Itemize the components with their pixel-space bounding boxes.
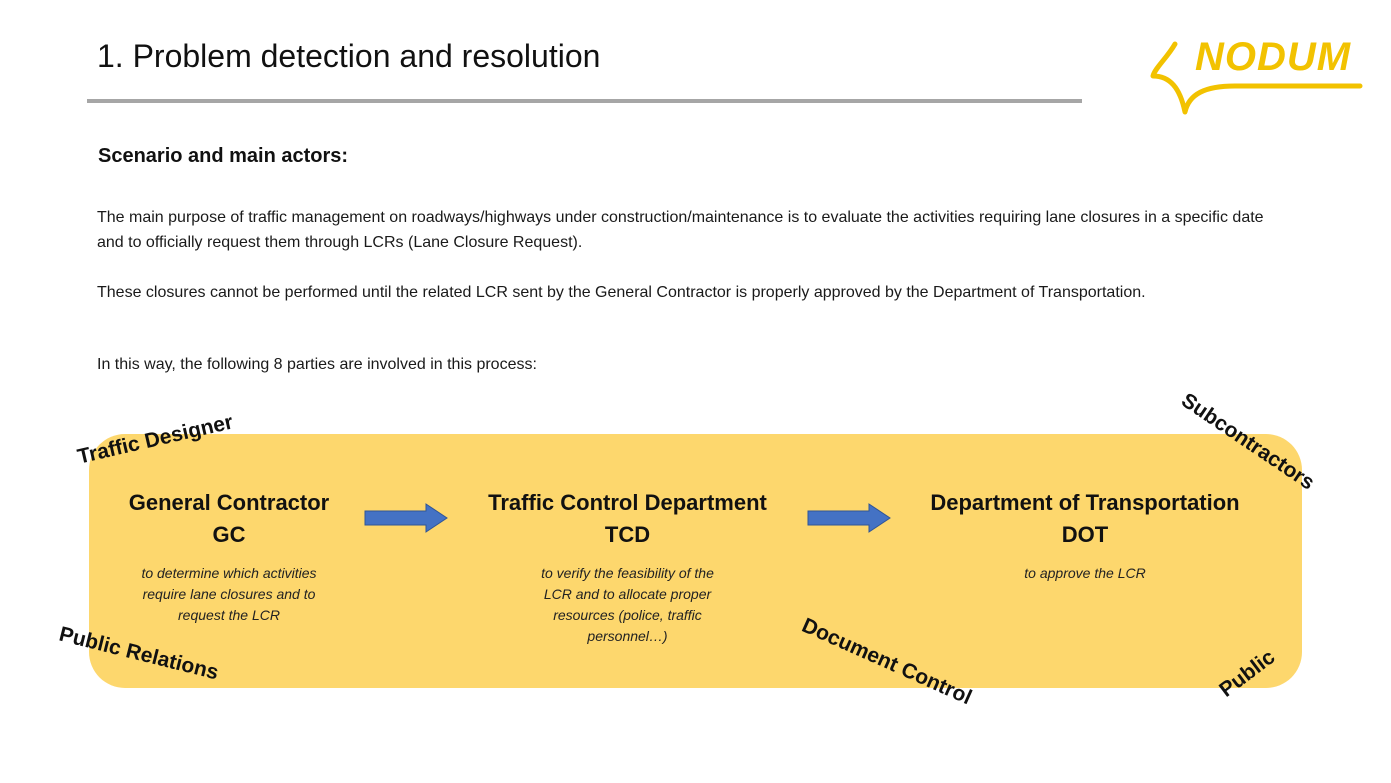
actor-name: Traffic Control Department: [488, 490, 767, 515]
intro-paragraph: The main purpose of traffic management o…: [97, 209, 1264, 251]
actor-name: Department of Transportation: [930, 490, 1240, 515]
approval-paragraph: These closures cannot be performed until…: [97, 284, 1146, 301]
actor-general-contractor: General Contractor GC to determine which…: [109, 487, 349, 626]
actor-abbreviation: TCD: [604, 522, 651, 547]
actor-name: General Contractor: [128, 490, 330, 515]
logo-swoosh: [1150, 41, 1363, 115]
actor-abbreviation: GC: [212, 522, 246, 547]
flow-arrow-tcd-to-dot: [807, 503, 891, 533]
logo-wordmark: NODUM: [1195, 35, 1352, 79]
actor-traffic-control-department: Traffic Control Department TCD to verify…: [470, 487, 785, 647]
actor-abbreviation: DOT: [1061, 522, 1109, 547]
actors-band: [89, 434, 1302, 688]
actor-description: to approve the LCR: [1024, 565, 1146, 581]
flow-arrow-gc-to-tcd: [364, 503, 448, 533]
actor-description: to determine which activities require la…: [141, 565, 317, 623]
slide-title: 1. Problem detection and resolution: [97, 38, 601, 74]
section-heading: Scenario and main actors:: [98, 145, 349, 167]
nodum-logo: NODUM: [1150, 35, 1363, 115]
actor-description: to verify the feasibility of the LCR and…: [541, 565, 714, 644]
title-divider: [87, 99, 1082, 103]
parties-paragraph: In this way, the following 8 parties are…: [97, 356, 537, 373]
actor-department-of-transportation: Department of Transportation DOT to appr…: [915, 487, 1255, 584]
